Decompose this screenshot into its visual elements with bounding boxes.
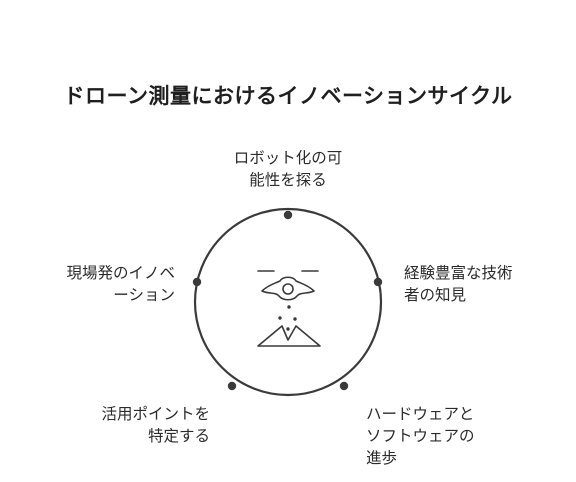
step-label-identify-points: 活用ポイントを 特定する bbox=[101, 405, 210, 445]
step-label-onsite-innovation: 現場発のイノベ ーション bbox=[66, 264, 175, 304]
step-label-hw-sw-progress: ハードウェアと ソフトウェアの 進歩 bbox=[366, 405, 475, 467]
cycle-ring bbox=[193, 207, 383, 397]
cycle-node-expertise bbox=[373, 277, 383, 287]
step-label-explore-robotics: ロボット化の可 能性を探る bbox=[233, 149, 343, 189]
diagram-title: ドローン測量におけるイノベーションサイクル bbox=[63, 84, 513, 108]
drone-survey-icon bbox=[257, 270, 321, 347]
cycle-node-identify bbox=[227, 381, 237, 391]
cycle-node-onsite bbox=[192, 277, 202, 287]
cycle-node-explore bbox=[283, 210, 293, 220]
step-label-experienced-engineers: 経験豊富な技術 者の知見 bbox=[404, 264, 513, 304]
cycle-node-progress bbox=[339, 381, 349, 391]
